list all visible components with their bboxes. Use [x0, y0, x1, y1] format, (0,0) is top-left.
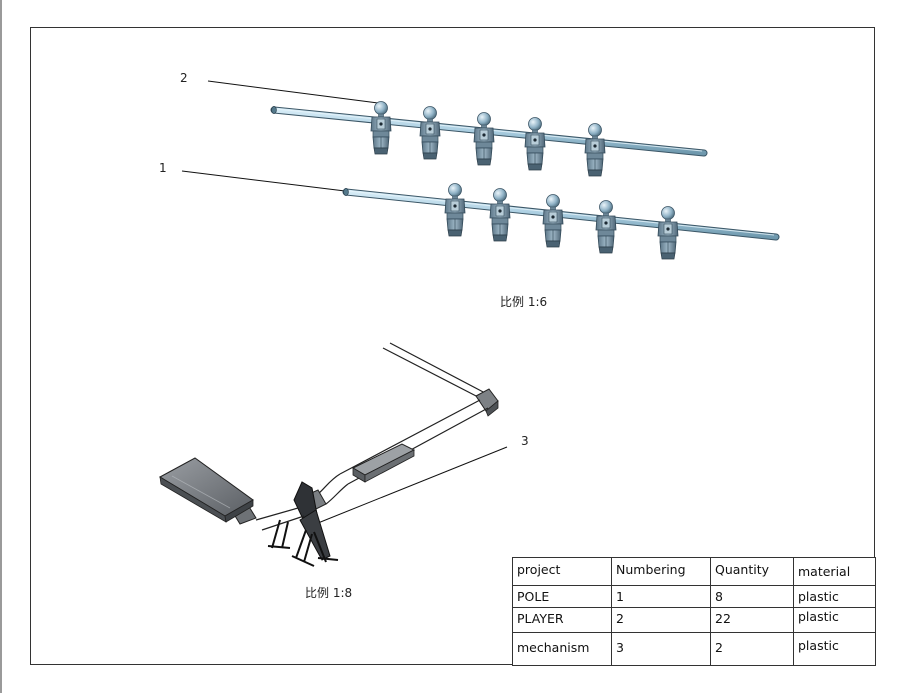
table-row: mechanism 3 2 plastic: [512, 632, 876, 666]
cell-numbering: 3: [611, 632, 711, 666]
callout-1: 1: [159, 161, 167, 175]
callout-2: 2: [180, 71, 188, 85]
leader-line-1: [181, 170, 346, 192]
player: [595, 200, 617, 254]
header-material: material: [793, 557, 876, 586]
header-project: project: [512, 557, 612, 586]
cell-material: plastic: [793, 632, 876, 666]
player: [419, 106, 441, 160]
table-row: POLE 1 8 plastic: [512, 585, 876, 608]
callout-3: 3: [521, 434, 529, 448]
cell-project: PLAYER: [512, 607, 612, 633]
player: [489, 188, 511, 242]
table-header-row: project Numbering Quantity material: [512, 557, 876, 586]
player: [370, 101, 392, 155]
player: [473, 112, 495, 166]
player: [444, 183, 466, 237]
player: [524, 117, 546, 171]
player: [657, 206, 679, 260]
top-view-scale-label: 比例 1:6: [500, 295, 548, 309]
cell-numbering: 1: [611, 585, 711, 608]
bottom-view-scale-label: 比例 1:8: [305, 586, 353, 600]
table-row: PLAYER 2 22 plastic: [512, 607, 876, 633]
cell-project: mechanism: [512, 632, 612, 666]
player: [542, 194, 564, 248]
mechanism-assembly: [158, 342, 499, 567]
header-numbering: Numbering: [611, 557, 711, 586]
cell-material: plastic: [793, 585, 876, 608]
cell-quantity: 8: [710, 585, 794, 608]
header-quantity: Quantity: [710, 557, 794, 586]
cell-quantity: 22: [710, 607, 794, 633]
leader-line-2: [207, 80, 379, 104]
drawing-frame: [30, 27, 875, 665]
sheet-left-edge: [0, 0, 2, 693]
leader-line-3: [317, 446, 508, 524]
cell-quantity: 2: [710, 632, 794, 666]
player: [584, 123, 606, 177]
bill-of-materials-table: project Numbering Quantity material POLE…: [512, 557, 876, 666]
cell-material: plastic: [793, 607, 876, 633]
cell-project: POLE: [512, 585, 612, 608]
cell-numbering: 2: [611, 607, 711, 633]
